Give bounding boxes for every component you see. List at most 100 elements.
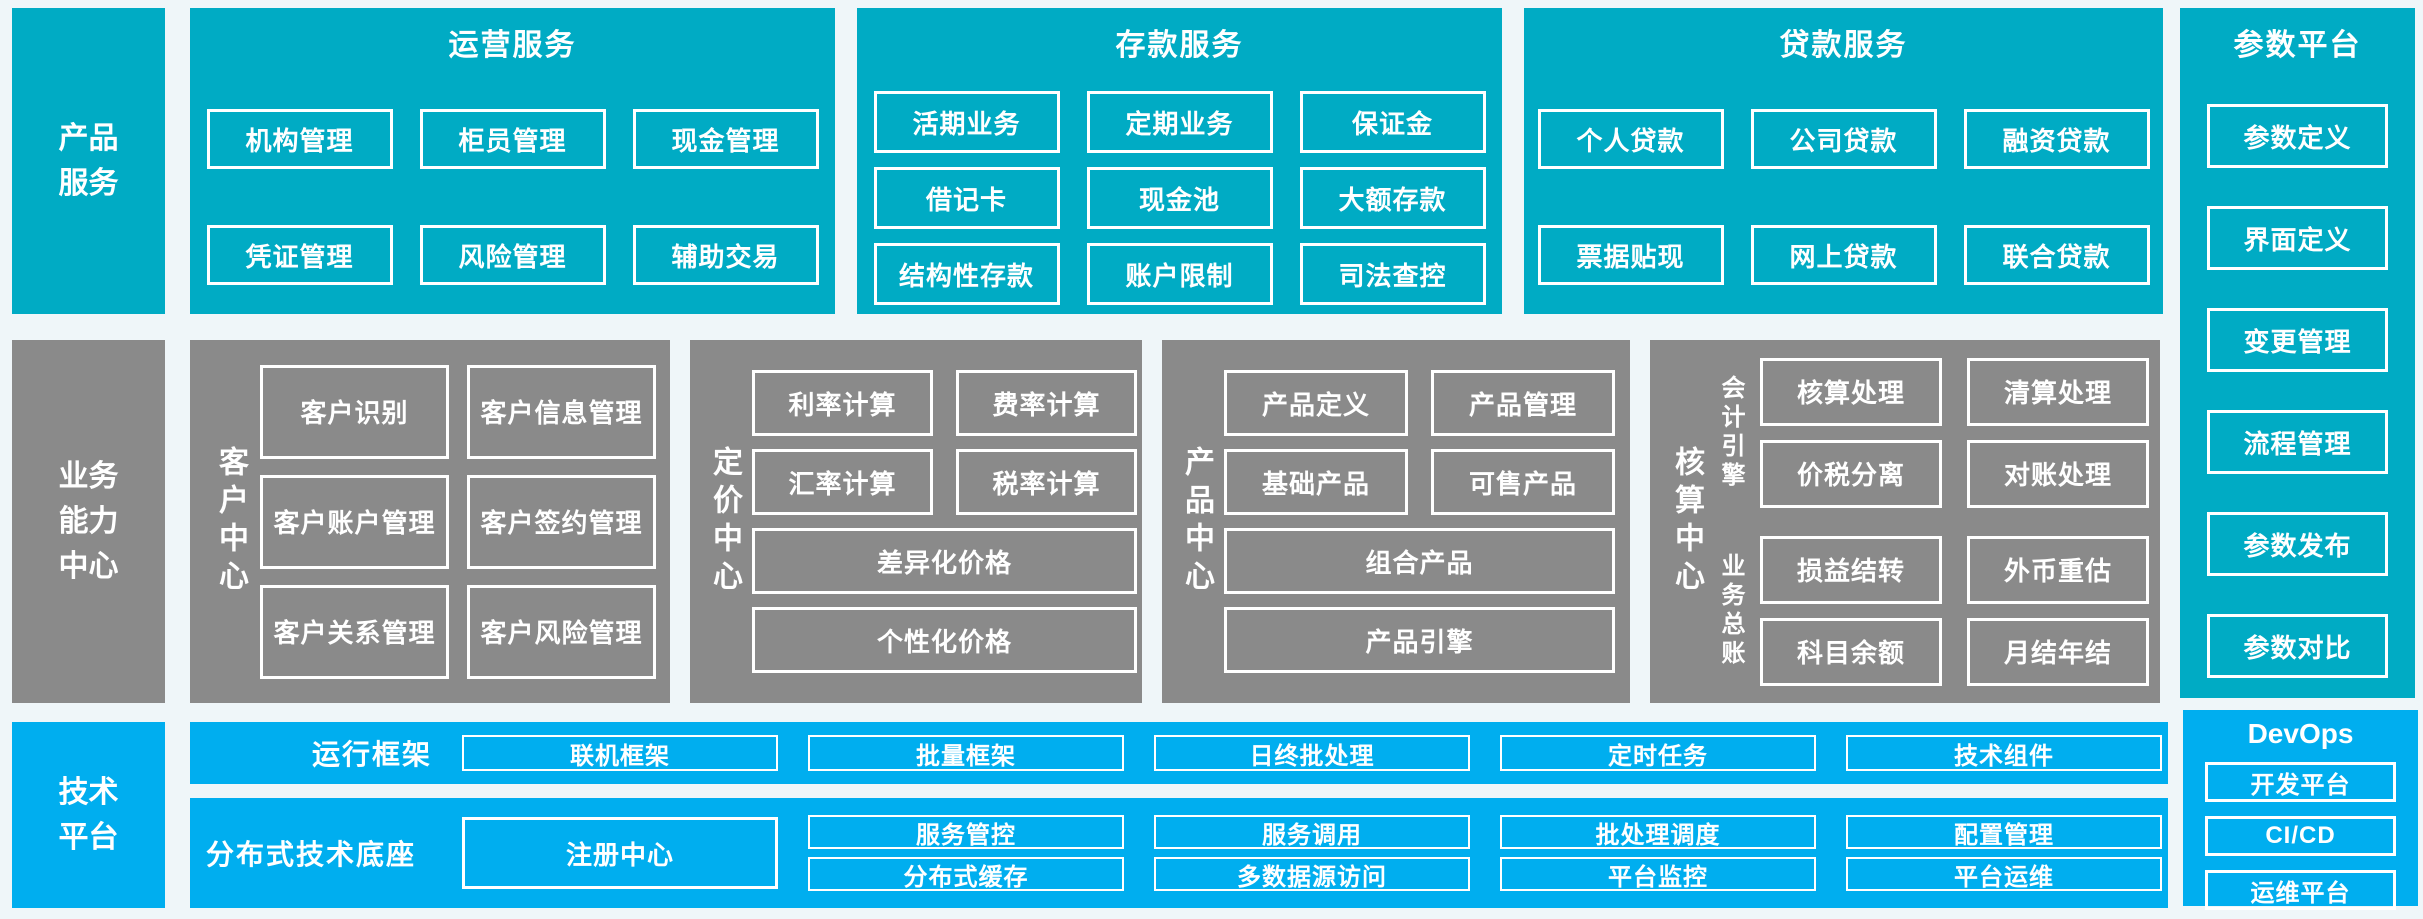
- tile-structured-deposit[interactable]: 结构性存款: [873, 243, 1060, 305]
- tile-multi-datasource-access[interactable]: 多数据源访问: [1154, 857, 1470, 891]
- tile-batch-framework[interactable]: 批量框架: [808, 735, 1124, 771]
- tile-online-loan[interactable]: 网上贷款: [1750, 225, 1937, 285]
- tile-distributed-cache[interactable]: 分布式缓存: [808, 857, 1124, 891]
- distributed-tech-base-label: 分布式技术底座: [206, 839, 417, 870]
- tile-config-management[interactable]: 配置管理: [1846, 815, 2162, 849]
- tile-product-management[interactable]: 产品管理: [1431, 370, 1615, 436]
- runtime-framework-label: 运行框架: [312, 739, 433, 770]
- tile-judicial-control[interactable]: 司法查控: [1299, 243, 1486, 305]
- tile-operations-platform[interactable]: 运维平台: [2205, 870, 2396, 910]
- tile-batch-scheduling[interactable]: 批处理调度: [1500, 815, 1816, 849]
- tile-teller-management[interactable]: 柜员管理: [419, 109, 606, 169]
- tile-customer-relation-management[interactable]: 客户关系管理: [260, 584, 449, 679]
- tile-customer-info-management[interactable]: 客户信息管理: [467, 364, 656, 459]
- section-loan-services: 贷款服务 个人贷款 公司贷款 融资贷款 票据贴现 网上贷款 联合贷款: [1524, 8, 2163, 314]
- customer-center-grid: 客户识别 客户信息管理 客户账户管理 客户签约管理 客户关系管理 客户风险管理: [260, 340, 656, 703]
- tile-personal-loan[interactable]: 个人贷款: [1537, 109, 1724, 169]
- tile-registry-center[interactable]: 注册中心: [462, 817, 778, 889]
- section-accounting-center: 核算中心 会计引擎 核算处理 清算处理 价税分离 对账处理 业务总账 损益结转 …: [1650, 340, 2160, 703]
- tile-ci-cd[interactable]: CI/CD: [2205, 816, 2396, 856]
- tile-interest-rate-calc[interactable]: 利率计算: [752, 370, 933, 436]
- tile-clearing-processing[interactable]: 清算处理: [1967, 357, 2149, 426]
- accounting-groups: 会计引擎 核算处理 清算处理 价税分离 对账处理 业务总账 损益结转 外币重估 …: [1712, 340, 2149, 703]
- tile-auxiliary-trading[interactable]: 辅助交易: [632, 225, 819, 285]
- tile-reconciliation-processing[interactable]: 对账处理: [1967, 439, 2149, 508]
- sidebar-tech-platform: 技术平台: [12, 722, 165, 908]
- tile-joint-loan[interactable]: 联合贷款: [1963, 225, 2150, 285]
- tile-financing-loan[interactable]: 融资贷款: [1963, 109, 2150, 169]
- tile-parameter-definition[interactable]: 参数定义: [2207, 104, 2388, 168]
- tile-service-governance[interactable]: 服务管控: [808, 815, 1124, 849]
- tile-month-year-end-closing[interactable]: 月结年结: [1967, 617, 2149, 686]
- tile-customer-identification[interactable]: 客户识别: [260, 364, 449, 459]
- loan-services-grid: 个人贷款 公司贷款 融资贷款 票据贴现 网上贷款 联合贷款: [1524, 109, 2163, 285]
- tile-product-definition[interactable]: 产品定义: [1224, 370, 1408, 436]
- business-ledger-group: 业务总账 损益结转 外币重估 科目余额 月结年结: [1712, 535, 2149, 686]
- tile-cash-pool[interactable]: 现金池: [1086, 167, 1273, 229]
- tile-combined-product[interactable]: 组合产品: [1224, 528, 1615, 594]
- runtime-framework-buttons: 联机框架 批量框架 日终批处理 定时任务 技术组件: [462, 735, 2162, 771]
- sidebar-product-services-label: 产品服务: [58, 122, 119, 200]
- tile-bill-discount[interactable]: 票据贴现: [1537, 225, 1724, 285]
- tile-price-tax-separation[interactable]: 价税分离: [1760, 439, 1942, 508]
- parameter-platform-list: 参数定义 界面定义 变更管理 流程管理 参数发布 参数对比: [2207, 104, 2388, 678]
- section-runtime-framework: 运行框架 联机框架 批量框架 日终批处理 定时任务 技术组件: [190, 722, 2168, 784]
- tile-fee-rate-calc[interactable]: 费率计算: [956, 370, 1137, 436]
- tile-product-engine[interactable]: 产品引擎: [1224, 607, 1615, 673]
- tile-parameter-compare[interactable]: 参数对比: [2207, 614, 2388, 678]
- tile-process-management[interactable]: 流程管理: [2207, 410, 2388, 474]
- tile-margin-deposit[interactable]: 保证金: [1299, 91, 1486, 153]
- business-ledger-grid: 损益结转 外币重估 科目余额 月结年结: [1760, 535, 2149, 686]
- tile-scheduled-tasks[interactable]: 定时任务: [1500, 735, 1816, 771]
- sidebar-business-capability-label: 业务能力中心: [58, 460, 119, 583]
- tile-platform-operations[interactable]: 平台运维: [1846, 857, 2162, 891]
- devops-list: 开发平台 CI/CD 运维平台: [2205, 762, 2396, 910]
- tile-subject-balance[interactable]: 科目余额: [1760, 617, 1942, 686]
- deposit-services-title: 存款服务: [1115, 29, 1244, 62]
- tile-cash-management[interactable]: 现金管理: [632, 109, 819, 169]
- tile-demand-business[interactable]: 活期业务: [873, 91, 1060, 153]
- tile-accounting-processing[interactable]: 核算处理: [1760, 357, 1942, 426]
- tile-corporate-loan[interactable]: 公司贷款: [1750, 109, 1937, 169]
- tile-org-management[interactable]: 机构管理: [206, 109, 393, 169]
- tile-service-invocation[interactable]: 服务调用: [1154, 815, 1470, 849]
- pricing-center-label: 定价中心: [708, 445, 741, 598]
- accounting-engine-grid: 核算处理 清算处理 价税分离 对账处理: [1760, 357, 2149, 508]
- section-devops: DevOps 开发平台 CI/CD 运维平台: [2183, 710, 2418, 910]
- tile-debit-card[interactable]: 借记卡: [873, 167, 1060, 229]
- tile-customer-risk-management[interactable]: 客户风险管理: [467, 584, 656, 679]
- section-customer-center: 客户中心 客户识别 客户信息管理 客户账户管理 客户签约管理 客户关系管理 客户…: [190, 340, 670, 703]
- tile-profit-loss-carryover[interactable]: 损益结转: [1760, 535, 1942, 604]
- tile-customer-contract-management[interactable]: 客户签约管理: [467, 474, 656, 569]
- operations-services-title: 运营服务: [448, 29, 577, 62]
- tile-basic-product[interactable]: 基础产品: [1224, 449, 1408, 515]
- tile-personalized-pricing[interactable]: 个性化价格: [752, 607, 1137, 673]
- customer-center-label: 客户中心: [214, 445, 247, 598]
- section-operations-services: 运营服务 机构管理 柜员管理 现金管理 凭证管理 风险管理 辅助交易: [190, 8, 835, 314]
- pricing-center-grid: 利率计算 费率计算 汇率计算 税率计算 差异化价格 个性化价格: [752, 340, 1137, 703]
- tile-interface-definition[interactable]: 界面定义: [2207, 206, 2388, 270]
- tile-tech-components[interactable]: 技术组件: [1846, 735, 2162, 771]
- tile-sellable-product[interactable]: 可售产品: [1431, 449, 1615, 515]
- tile-risk-management[interactable]: 风险管理: [419, 225, 606, 285]
- tile-voucher-management[interactable]: 凭证管理: [206, 225, 393, 285]
- tile-change-management[interactable]: 变更管理: [2207, 308, 2388, 372]
- accounting-engine-group: 会计引擎 核算处理 清算处理 价税分离 对账处理: [1712, 357, 2149, 508]
- tile-parameter-release[interactable]: 参数发布: [2207, 512, 2388, 576]
- tile-customer-account-management[interactable]: 客户账户管理: [260, 474, 449, 569]
- tile-account-restriction[interactable]: 账户限制: [1086, 243, 1273, 305]
- tile-development-platform[interactable]: 开发平台: [2205, 762, 2396, 802]
- accounting-center-label: 核算中心: [1670, 445, 1703, 598]
- tile-foreign-currency-revaluation[interactable]: 外币重估: [1967, 535, 2149, 604]
- tile-exchange-rate-calc[interactable]: 汇率计算: [752, 449, 933, 515]
- accounting-engine-label: 会计引擎: [1717, 374, 1744, 491]
- tile-tax-rate-calc[interactable]: 税率计算: [956, 449, 1137, 515]
- tile-large-deposit[interactable]: 大额存款: [1299, 167, 1486, 229]
- loan-services-title: 贷款服务: [1779, 29, 1908, 62]
- tile-platform-monitoring[interactable]: 平台监控: [1500, 857, 1816, 891]
- tile-time-business[interactable]: 定期业务: [1086, 91, 1273, 153]
- tile-online-framework[interactable]: 联机框架: [462, 735, 778, 771]
- sidebar-product-services: 产品服务: [12, 8, 165, 314]
- tile-differentiated-pricing[interactable]: 差异化价格: [752, 528, 1137, 594]
- tile-eod-batch-processing[interactable]: 日终批处理: [1154, 735, 1470, 771]
